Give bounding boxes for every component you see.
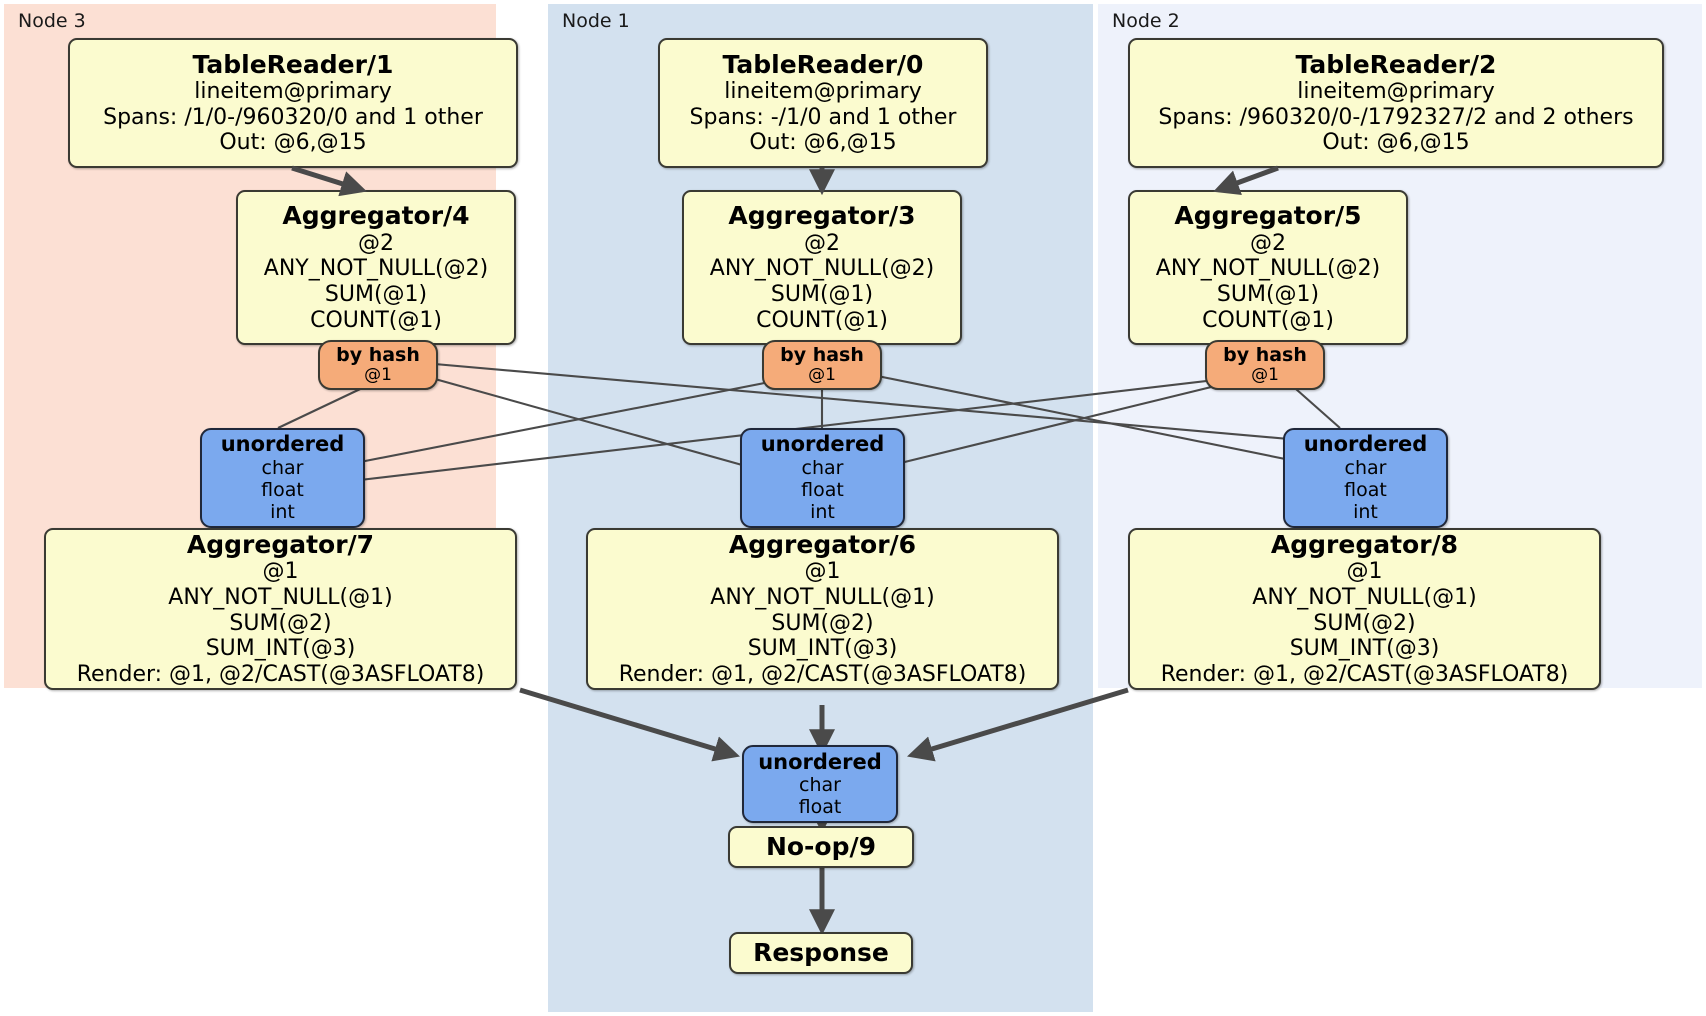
aggregator-5-group: @2 bbox=[1250, 230, 1286, 256]
router-by-hash-right-title: by hash bbox=[1223, 343, 1307, 366]
synchronizer-unordered-right-type-0: char bbox=[1344, 456, 1387, 479]
response-node[interactable]: Response bbox=[729, 932, 913, 974]
aggregator-6[interactable]: Aggregator/6 @1 ANY_NOT_NULL(@1) SUM(@2)… bbox=[586, 528, 1059, 690]
synchronizer-unordered-right-type-2: int bbox=[1353, 501, 1378, 524]
router-by-hash-center-title: by hash bbox=[780, 343, 864, 366]
aggregator-8[interactable]: Aggregator/8 @1 ANY_NOT_NULL(@1) SUM(@2)… bbox=[1128, 528, 1601, 690]
aggregator-6-render: Render: @1, @2/CAST(@3ASFLOAT8) bbox=[618, 662, 1027, 688]
aggregator-8-agg-1: SUM(@2) bbox=[1313, 610, 1416, 636]
aggregator-7-render: Render: @1, @2/CAST(@3ASFLOAT8) bbox=[76, 662, 485, 688]
synchronizer-unordered-left-title: unordered bbox=[220, 432, 345, 457]
final-synchronizer-unordered[interactable]: unordered char float bbox=[742, 745, 898, 823]
aggregator-8-group: @1 bbox=[1346, 559, 1383, 585]
final-synchronizer-title: unordered bbox=[758, 749, 882, 774]
aggregator-6-agg-0: ANY_NOT_NULL(@1) bbox=[710, 585, 935, 611]
synchronizer-unordered-right-type-1: float bbox=[1344, 479, 1387, 502]
table-reader-0-spans: Spans: -/1/0 and 1 other bbox=[689, 104, 957, 130]
aggregator-7-agg-0: ANY_NOT_NULL(@1) bbox=[168, 585, 393, 611]
aggregator-6-agg-2: SUM_INT(@3) bbox=[747, 636, 898, 662]
synchronizer-unordered-left-type-0: char bbox=[261, 456, 304, 479]
aggregator-5[interactable]: Aggregator/5 @2 ANY_NOT_NULL(@2) SUM(@1)… bbox=[1128, 190, 1408, 345]
aggregator-7-title: Aggregator/7 bbox=[186, 530, 375, 560]
synchronizer-unordered-right-title: unordered bbox=[1303, 432, 1428, 457]
synchronizer-unordered-right[interactable]: unordered char float int bbox=[1283, 428, 1448, 528]
final-synchronizer-type-1: float bbox=[798, 796, 842, 819]
no-op-9[interactable]: No-op/9 bbox=[728, 826, 914, 868]
aggregator-3-agg-1: SUM(@1) bbox=[770, 282, 874, 308]
router-by-hash-left-title: by hash bbox=[336, 343, 420, 366]
node-panel-label-node2: Node 2 bbox=[1112, 10, 1180, 32]
aggregator-8-agg-2: SUM_INT(@3) bbox=[1289, 636, 1440, 662]
aggregator-8-render: Render: @1, @2/CAST(@3ASFLOAT8) bbox=[1160, 662, 1569, 688]
table-reader-1-spans: Spans: /1/0-/960320/0 and 1 other bbox=[103, 104, 483, 130]
aggregator-6-title: Aggregator/6 bbox=[728, 530, 917, 560]
aggregator-3-agg-0: ANY_NOT_NULL(@2) bbox=[709, 256, 935, 282]
aggregator-4-agg-2: COUNT(@1) bbox=[310, 307, 442, 333]
aggregator-4-group: @2 bbox=[358, 230, 394, 256]
final-synchronizer-type-0: char bbox=[799, 774, 841, 797]
table-reader-0-title: TableReader/0 bbox=[722, 49, 924, 79]
aggregator-7-agg-2: SUM_INT(@3) bbox=[205, 636, 356, 662]
aggregator-3-group: @2 bbox=[804, 230, 840, 256]
aggregator-4[interactable]: Aggregator/4 @2 ANY_NOT_NULL(@2) SUM(@1)… bbox=[236, 190, 516, 345]
aggregator-4-agg-0: ANY_NOT_NULL(@2) bbox=[263, 256, 489, 282]
aggregator-5-agg-2: COUNT(@1) bbox=[1202, 307, 1334, 333]
table-reader-1[interactable]: TableReader/1 lineitem@primary Spans: /1… bbox=[68, 38, 518, 168]
aggregator-6-group: @1 bbox=[804, 559, 841, 585]
aggregator-4-agg-1: SUM(@1) bbox=[324, 282, 428, 308]
table-reader-2-out: Out: @6,@15 bbox=[1322, 130, 1470, 156]
table-reader-2-title: TableReader/2 bbox=[1295, 49, 1497, 79]
table-reader-1-out: Out: @6,@15 bbox=[219, 130, 367, 156]
table-reader-1-table: lineitem@primary bbox=[194, 79, 392, 105]
aggregator-7[interactable]: Aggregator/7 @1 ANY_NOT_NULL(@1) SUM(@2)… bbox=[44, 528, 517, 690]
aggregator-7-group: @1 bbox=[262, 559, 299, 585]
synchronizer-unordered-left[interactable]: unordered char float int bbox=[200, 428, 365, 528]
node-panel-label-node3: Node 3 bbox=[18, 10, 86, 32]
aggregator-8-agg-0: ANY_NOT_NULL(@1) bbox=[1252, 585, 1477, 611]
synchronizer-unordered-center-type-2: int bbox=[810, 501, 835, 524]
synchronizer-unordered-left-type-2: int bbox=[270, 501, 295, 524]
aggregator-5-title: Aggregator/5 bbox=[1174, 201, 1362, 231]
aggregator-6-agg-1: SUM(@2) bbox=[771, 610, 874, 636]
synchronizer-unordered-center-type-1: float bbox=[801, 479, 844, 502]
aggregator-5-agg-1: SUM(@1) bbox=[1216, 282, 1320, 308]
table-reader-0-table: lineitem@primary bbox=[724, 79, 922, 105]
table-reader-2-spans: Spans: /960320/0-/1792327/2 and 2 others bbox=[1158, 104, 1634, 130]
aggregator-3-title: Aggregator/3 bbox=[728, 201, 916, 231]
aggregator-8-title: Aggregator/8 bbox=[1270, 530, 1459, 560]
no-op-9-title: No-op/9 bbox=[765, 832, 877, 862]
table-reader-0-out: Out: @6,@15 bbox=[749, 130, 897, 156]
aggregator-3-agg-2: COUNT(@1) bbox=[756, 307, 888, 333]
node-panel-label-node1: Node 1 bbox=[562, 10, 630, 32]
table-reader-0[interactable]: TableReader/0 lineitem@primary Spans: -/… bbox=[658, 38, 988, 168]
response-node-title: Response bbox=[753, 938, 889, 968]
aggregator-5-agg-0: ANY_NOT_NULL(@2) bbox=[1155, 256, 1381, 282]
table-reader-1-title: TableReader/1 bbox=[192, 49, 394, 79]
synchronizer-unordered-left-type-1: float bbox=[261, 479, 304, 502]
aggregator-7-agg-1: SUM(@2) bbox=[229, 610, 332, 636]
table-reader-2[interactable]: TableReader/2 lineitem@primary Spans: /9… bbox=[1128, 38, 1664, 168]
aggregator-4-title: Aggregator/4 bbox=[282, 201, 470, 231]
table-reader-2-table: lineitem@primary bbox=[1297, 79, 1495, 105]
